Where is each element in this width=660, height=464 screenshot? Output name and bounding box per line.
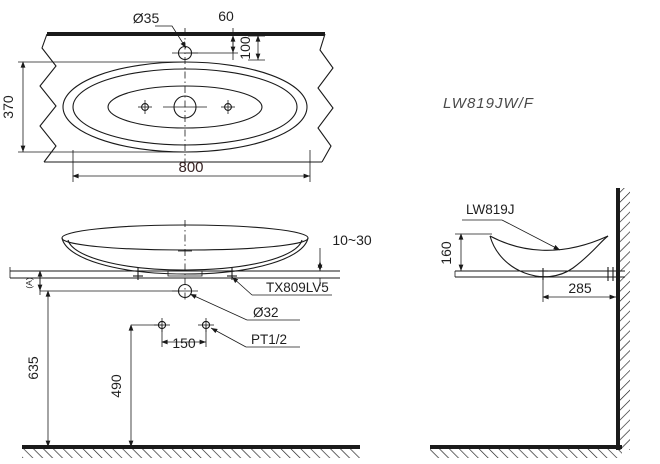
break-line-right <box>317 33 334 163</box>
dim-drain-diameter-label: Ø32 <box>253 305 279 320</box>
basin-section-rim <box>489 235 609 251</box>
dim-635-label: 635 <box>25 356 41 380</box>
floor-hatch-right <box>430 449 622 458</box>
dim-100-label: 100 <box>237 36 253 60</box>
side-section-group: LW819J 160 285 <box>430 188 630 458</box>
lw819j-leader <box>501 219 561 251</box>
dim-370-label: 370 <box>0 95 16 119</box>
overflow-mark-right <box>221 100 235 114</box>
dim-160-label: 160 <box>438 241 454 265</box>
dim-counter-thickness-label: 10~30 <box>332 232 372 248</box>
dia32-leader <box>189 293 248 321</box>
dim-150-label: 150 <box>172 335 196 351</box>
tx809lv5-leader <box>231 276 253 296</box>
fixing-mark-side-right <box>607 267 614 281</box>
floor-hatch-left <box>22 449 360 458</box>
label-pt-thread: PT1/2 <box>251 332 287 347</box>
dim-490-label: 490 <box>108 374 124 398</box>
dim-hole-diameter-label: Ø35 <box>133 10 160 26</box>
front-elevation-group: (A) 10~30 TX809LV5 Ø32 PT1/2 <box>9 220 372 458</box>
label-lw819j-section: LW819J <box>466 202 515 217</box>
dia35-leader <box>155 25 187 49</box>
break-line-left <box>39 33 57 163</box>
dim-a-label: (A) <box>24 277 34 289</box>
dim-60-label: 60 <box>218 8 234 24</box>
top-view-group: Ø35 60 100 370 800 <box>0 8 334 182</box>
dim-285-label: 285 <box>568 280 592 296</box>
wall-hatch <box>620 188 630 450</box>
pt-thread-leader <box>210 327 247 348</box>
counter-cutout-notch <box>167 271 203 277</box>
overflow-mark-left <box>138 100 152 114</box>
dim-800-label: 800 <box>178 159 203 176</box>
model-number-label: LW819JW/F <box>443 95 534 112</box>
basin-section-outer <box>489 235 609 278</box>
fixing-mark-left <box>133 268 143 280</box>
label-tx809lv5: TX809LV5 <box>266 280 329 295</box>
